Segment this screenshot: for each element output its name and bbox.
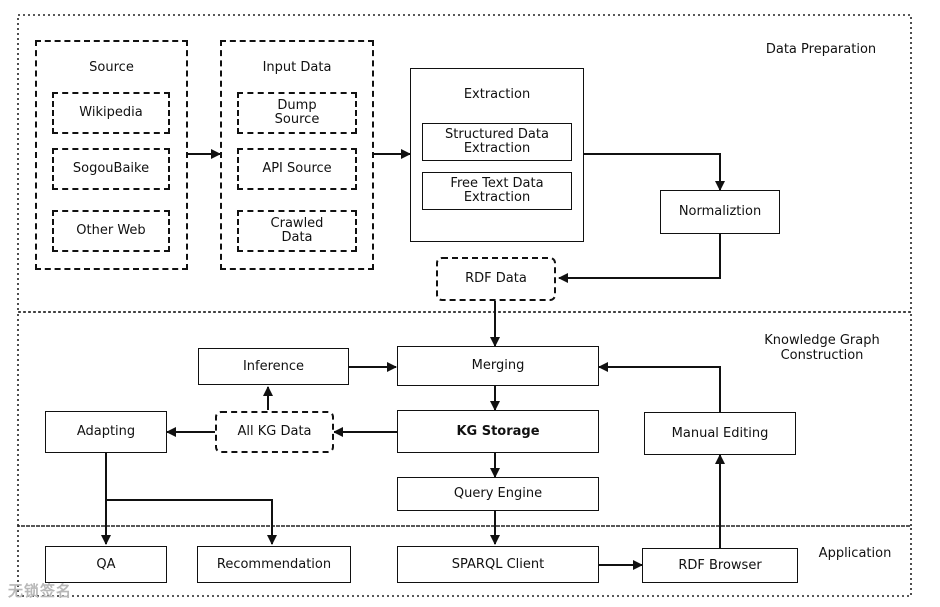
merging-node: Merging: [397, 346, 599, 386]
normalization-node: Normaliztion: [660, 190, 780, 234]
query-engine-node: Query Engine: [397, 477, 599, 511]
input-dump-source: Dump Source: [237, 92, 357, 134]
section-title-data-preparation: Data Preparation: [765, 42, 877, 57]
all-kg-data-node: All KG Data: [215, 411, 334, 453]
recommendation-node: Recommendation: [197, 546, 351, 583]
source-wikipedia: Wikipedia: [52, 92, 170, 134]
free-text-data-extraction: Free Text Data Extraction: [422, 172, 572, 210]
section-title-application: Application: [818, 546, 892, 561]
source-group: Source: [35, 40, 188, 270]
inference-node: Inference: [198, 348, 349, 385]
input-crawled-data: Crawled Data: [237, 210, 357, 252]
arrow-adapting-to-recommendation: [106, 499, 277, 545]
extraction-group: Extraction: [410, 68, 584, 242]
input-data-group-title: Input Data: [262, 60, 332, 75]
source-group-title: Source: [89, 60, 134, 75]
manual-editing-node: Manual Editing: [644, 412, 796, 455]
source-sogoubaike: SogouBaike: [52, 148, 170, 190]
rdf-data-node: RDF Data: [436, 257, 556, 301]
input-api-source: API Source: [237, 148, 357, 190]
extraction-group-title: Extraction: [463, 87, 531, 102]
section-frame-kg-construction: [17, 311, 912, 527]
source-other-web: Other Web: [52, 210, 170, 252]
adapting-node: Adapting: [45, 411, 167, 453]
rdf-browser-node: RDF Browser: [642, 548, 798, 583]
section-title-kg-construction: Knowledge Graph Construction: [764, 333, 880, 363]
kg-storage-node: KG Storage: [397, 410, 599, 453]
sparql-client-node: SPARQL Client: [397, 546, 599, 583]
watermark: 无锁签名: [8, 582, 73, 600]
section-frame-application: [17, 525, 912, 597]
arrow-extraction-to-normalization: [583, 153, 725, 191]
arrow-manual-to-merging: [598, 362, 721, 412]
qa-node: QA: [45, 546, 167, 583]
input-data-group: Input Data: [220, 40, 374, 270]
structured-data-extraction: Structured Data Extraction: [422, 123, 572, 161]
arrow-normalization-to-rdf: [558, 234, 721, 283]
